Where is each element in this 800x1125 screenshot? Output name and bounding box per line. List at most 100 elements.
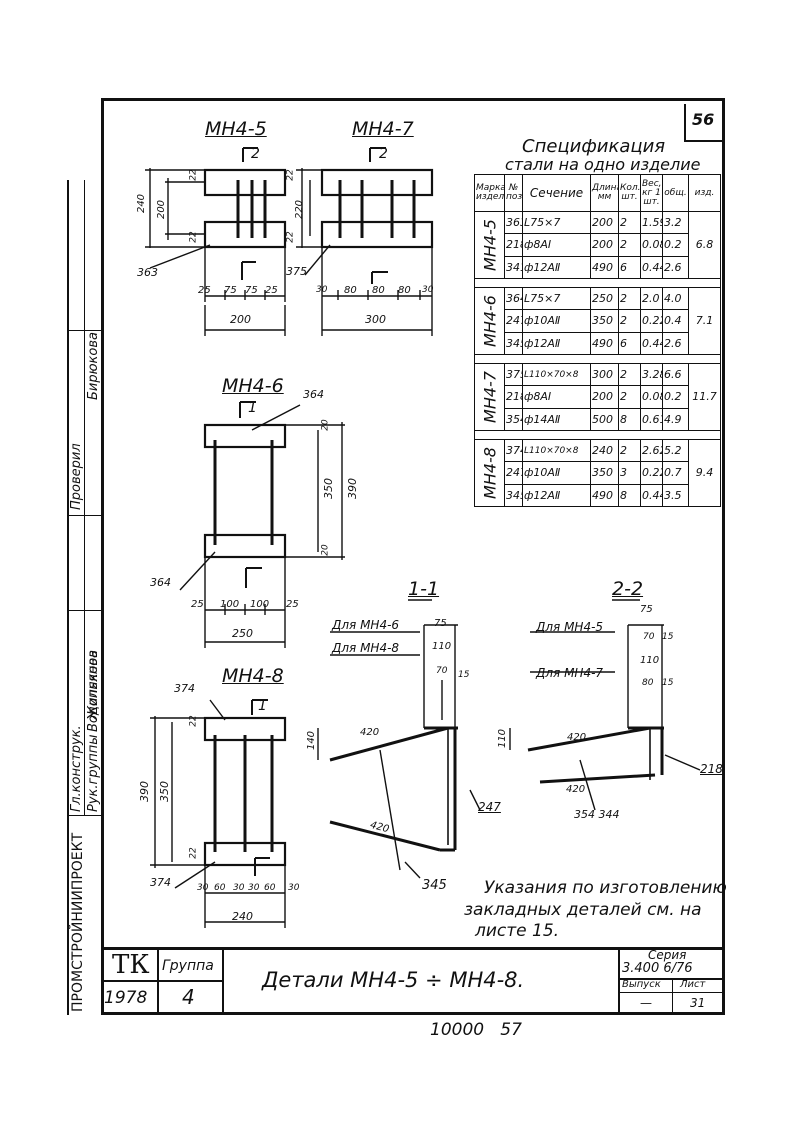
table-row: 345 ф12АⅡ 490 8 0.44 3.5	[475, 483, 721, 508]
dim-mn45-22a: 22	[188, 169, 199, 181]
dim-mn46-100b: 100	[250, 599, 270, 610]
table-spacer	[474, 354, 721, 364]
sec22-for-a: Для МН4-5	[536, 620, 604, 634]
dim-mn48-30b: 30	[233, 883, 245, 893]
spec-weight-total: 3.5	[662, 483, 689, 508]
dim-mn46-350: 350	[322, 478, 335, 499]
dim-mn48-30a: 30	[197, 883, 209, 893]
dim-mn45-75a: 75	[224, 285, 237, 296]
spec-section: L75×7	[522, 210, 591, 235]
callout-247: 247	[478, 800, 501, 814]
tb-series-value: 3.400 6/76	[622, 961, 693, 976]
table-row: МН4-5 363 L75×7 200 2 1.59 3.2 6.8	[474, 210, 721, 279]
table-row: 341 ф12АⅡ 490 6 0.44 2.6	[475, 255, 721, 279]
spec-weight-total: 0.2	[662, 385, 689, 409]
dim-mn47-30b: 30	[422, 285, 434, 295]
callout-363: 363	[137, 266, 158, 279]
title-mn45: МН4-5	[205, 118, 267, 140]
dim-mn48-390: 390	[138, 781, 151, 802]
table-row: 247 ф10АⅡ 350 2 0.22 0.4	[475, 309, 721, 333]
spec-length: 300	[590, 362, 619, 387]
spec-pos: 247	[504, 461, 523, 485]
drawing-mn45	[145, 147, 287, 336]
spec-mark-cell: МН4-8	[474, 438, 505, 508]
spec-qty: 8	[618, 483, 641, 508]
callout-364-top: 364	[303, 388, 324, 401]
callout-364-bot: 364	[150, 576, 171, 589]
tb-h3	[618, 992, 725, 993]
callout-374-bot: 374	[150, 876, 171, 889]
dim-mn48-30d: 30	[288, 883, 300, 893]
tb-v3	[618, 947, 620, 1015]
left-strip-rule-3	[67, 610, 101, 611]
sec11-dim-15: 15	[458, 670, 470, 680]
spec-qty: 2	[618, 309, 641, 333]
tb-h1	[101, 980, 222, 982]
spec-weight-unit: 0.44	[640, 331, 663, 355]
sec22-dim-110a: 110	[640, 655, 660, 666]
callout-345: 345	[422, 878, 447, 893]
spec-qty: 2	[618, 286, 641, 311]
note-line-3: листе 15.	[475, 921, 560, 941]
spec-qty: 3	[618, 461, 641, 485]
spec-qty: 8	[618, 407, 641, 431]
spec-section: L110×70×8	[522, 362, 591, 387]
cut-mn47: 2	[379, 146, 388, 162]
dim-mn47-80c: 80	[398, 285, 411, 296]
drawing-mn46	[179, 401, 345, 648]
sec11-for-b: Для МН4-8	[332, 641, 400, 655]
spec-pos: 374	[504, 438, 523, 463]
dim-mn46-25a: 25	[191, 599, 204, 610]
left-strip-rule-4	[67, 815, 101, 816]
spec-qty: 2	[618, 210, 641, 235]
tb-issue-label: Выпуск	[622, 979, 661, 990]
spec-section: ф12АⅡ	[522, 483, 591, 508]
dim-mn46-250w: 250	[232, 627, 253, 640]
spec-pos: 364	[504, 286, 523, 311]
dim-mn47-22a: 22	[285, 169, 296, 181]
sec22-dim-110b: 110	[497, 728, 509, 749]
spec-qty: 6	[618, 331, 641, 355]
spec-mark-cell: МН4-5	[474, 211, 505, 279]
spec-mark: МН4-6	[480, 294, 499, 347]
dim-mn45-25a: 25	[198, 285, 211, 296]
dim-mn47-300w: 300	[365, 313, 386, 326]
spec-pos: 341	[504, 255, 523, 279]
spec-length: 490	[590, 483, 619, 508]
spec-item-total: 9.4	[688, 438, 721, 508]
dim-mn46-20a: 20	[320, 419, 331, 431]
spec-header-pos: № поз.	[504, 174, 523, 212]
spec-weight-unit: 0.22	[640, 309, 663, 333]
dim-mn48-60a: 60	[214, 883, 226, 893]
spec-weight-total: 6.6	[662, 362, 689, 387]
spec-pos: 218	[504, 385, 523, 409]
spec-pos: 345	[504, 483, 523, 508]
spec-header-total: общ.	[662, 174, 689, 212]
spec-mark: МН4-7	[480, 370, 499, 423]
spec-weight-unit: 0.44	[640, 483, 663, 508]
spec-section: ф10АⅡ	[522, 461, 591, 485]
dim-mn47-30a: 30	[316, 285, 328, 295]
cut-mn48: 1	[258, 698, 267, 714]
spec-weight-unit: 0.08	[640, 233, 663, 257]
spec-weight-total: 4.0	[662, 286, 689, 311]
left-strip-rule-2	[67, 515, 101, 516]
callout-218: 218	[700, 762, 723, 776]
spec-weight-unit: 0.22	[640, 461, 663, 485]
dim-mn48-60b: 60	[264, 883, 276, 893]
spec-mark: МН4-5	[480, 219, 499, 271]
tb-v2	[222, 947, 224, 1015]
tb-series-label: Серия	[648, 948, 687, 962]
sec11-dim-110: 110	[432, 641, 452, 652]
callout-375: 375	[286, 265, 307, 278]
spec-pos: 354	[504, 407, 523, 431]
title-block	[101, 947, 725, 1015]
sec22-dim-15b: 15	[662, 678, 674, 688]
spec-section: L75×7	[522, 286, 591, 311]
sec11-dim-75: 75	[434, 618, 447, 629]
dim-mn45-200: 200	[156, 199, 168, 220]
spec-qty: 2	[618, 438, 641, 463]
drawing-sec11	[317, 599, 481, 879]
tb-sheet-value: 31	[690, 996, 706, 1010]
